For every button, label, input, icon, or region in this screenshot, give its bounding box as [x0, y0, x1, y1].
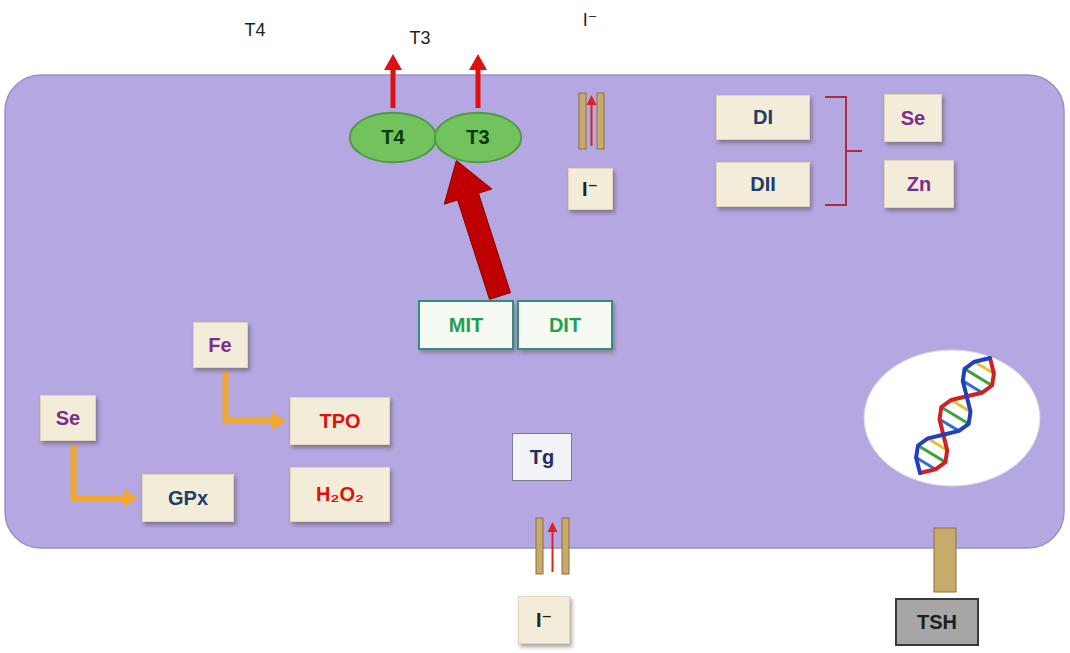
enzyme-box: DI	[716, 95, 810, 140]
node-text: Se	[901, 107, 925, 130]
element-box: Se	[884, 94, 942, 142]
dna-helix	[916, 358, 994, 473]
element-box: Fe	[193, 322, 248, 368]
cofactor-arrow	[226, 372, 287, 430]
ion-box: I⁻	[518, 596, 570, 644]
synthesis-arrow	[444, 160, 510, 299]
node-text: Se	[56, 407, 80, 430]
ellipse-shape	[350, 112, 436, 162]
cofactor-arrow	[74, 445, 138, 507]
iodotyrosine-box: DIT	[517, 300, 613, 350]
cell-body	[5, 75, 1064, 548]
node-text: TPO	[319, 410, 360, 433]
node-text: GPx	[168, 487, 208, 510]
node-text: TSH	[917, 611, 957, 634]
ion-box: I⁻	[568, 168, 613, 210]
block-arrow	[444, 160, 510, 299]
node-text: DI	[753, 106, 773, 129]
hormone-ellipse: T3	[433, 110, 523, 165]
node-text: DII	[750, 173, 776, 196]
tsh-receptor	[934, 528, 956, 592]
bracket	[825, 97, 862, 205]
node-text: T3	[466, 126, 489, 149]
label-text: I⁻	[583, 10, 598, 30]
node-text: Zn	[907, 173, 931, 196]
node-text: H₂O₂	[316, 483, 364, 506]
enzyme-box: DII	[716, 162, 810, 207]
node-text: T4	[381, 126, 404, 149]
enzyme-box: TPO	[290, 397, 390, 445]
element-box: Se	[40, 395, 96, 441]
hormone-label: T3	[409, 28, 430, 49]
iodotyrosine-box: MIT	[418, 300, 514, 350]
node-text: Tg	[530, 446, 554, 469]
iodide-channel-top	[579, 93, 604, 149]
elbow-line	[226, 372, 274, 421]
enzyme-box: GPx	[142, 474, 234, 522]
node-text: Fe	[208, 334, 231, 357]
label-text: T3	[409, 28, 430, 48]
iodide-channel-bottom	[536, 518, 569, 574]
secretion-arrows	[384, 54, 487, 108]
element-box: Zn	[884, 160, 954, 208]
label-text: T4	[244, 20, 265, 40]
node-text: I⁻	[582, 178, 598, 201]
hormone-ellipse: T4	[348, 110, 438, 165]
elbow-line	[74, 445, 125, 498]
hormone-box: TSH	[895, 598, 979, 646]
nucleus	[864, 350, 1040, 486]
protein-box: Tg	[512, 433, 572, 481]
reagent-box: H₂O₂	[290, 467, 390, 522]
arrowhead	[124, 489, 138, 507]
node-text: DIT	[549, 314, 581, 337]
hormone-label: T4	[244, 20, 265, 41]
node-text: MIT	[449, 314, 483, 337]
ion-label: I⁻	[583, 10, 598, 31]
ellipse-shape	[435, 112, 521, 162]
node-text: I⁻	[536, 609, 552, 632]
arrowhead	[272, 412, 286, 430]
